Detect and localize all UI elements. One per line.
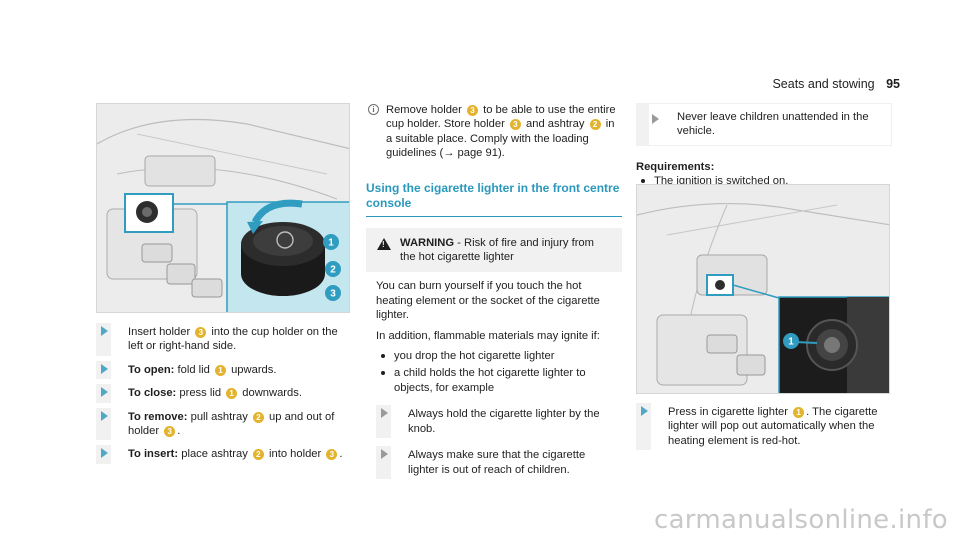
step-arrow-icon bbox=[652, 114, 659, 124]
warning-title: - Risk of fire and injury from the hot c… bbox=[400, 236, 594, 264]
warning-paragraph: In addition, flammable materials may ign… bbox=[376, 329, 600, 342]
number-badge: 3 bbox=[466, 105, 478, 116]
number-badge: 1 bbox=[226, 388, 238, 400]
warning-body: You can burn yourself if you touch the h… bbox=[366, 273, 622, 499]
callout-1-label: 1 bbox=[788, 337, 794, 348]
step-close: To close: press lid 1 downwards. bbox=[96, 384, 354, 403]
middle-column: i Remove holder 3 to be able to use the … bbox=[366, 103, 622, 499]
number-badge: 3 bbox=[195, 327, 207, 338]
step-arrow-icon bbox=[101, 448, 108, 459]
number-badge: 3 bbox=[326, 449, 338, 461]
right-column: Never leave children unattended in the v… bbox=[636, 103, 892, 192]
step-text: . bbox=[339, 448, 343, 461]
number-badge: 2 bbox=[252, 411, 264, 423]
page-header: Seats and stowing 95 bbox=[772, 77, 900, 91]
step-text: press lid bbox=[176, 387, 225, 400]
warning-continued: Never leave children unattended in the v… bbox=[636, 103, 892, 146]
step-arrow-icon bbox=[381, 408, 388, 419]
step-open: To open: fold lid 1 upwards. bbox=[96, 360, 354, 380]
left-steps: Insert holder 3 into the cup holder on t… bbox=[96, 323, 354, 471]
info-icon: i bbox=[368, 104, 379, 115]
callout-1 bbox=[323, 234, 339, 250]
step-text: . bbox=[177, 425, 181, 438]
warning-bullet: a child holds the hot cigarette lighter … bbox=[376, 366, 612, 395]
number-badge: 1 bbox=[793, 407, 805, 418]
warning-bullet: you drop the hot cigarette lighter bbox=[376, 349, 612, 363]
ashtray-illustration: 1 2 3 bbox=[97, 104, 349, 312]
step-remove: To remove: pull ashtray 2 up and out of … bbox=[96, 407, 354, 441]
step-label: To insert: bbox=[128, 448, 179, 461]
warning-step: Always hold the cigarette lighter by the… bbox=[376, 405, 612, 439]
number-badge: 1 bbox=[214, 364, 226, 376]
step-text: . The cigarette lighter will pop out aut… bbox=[668, 406, 878, 447]
step-text: into holder bbox=[265, 448, 325, 461]
figure-ashtray: 1 2 3 bbox=[96, 103, 350, 313]
step-arrow-icon bbox=[101, 387, 108, 398]
step-text: place ashtray bbox=[178, 448, 251, 461]
note-text: Remove holder bbox=[386, 104, 465, 116]
info-note: i Remove holder 3 to be able to use the … bbox=[366, 103, 622, 161]
step-text: upwards. bbox=[227, 363, 277, 376]
step-arrow-icon bbox=[101, 410, 108, 421]
warning-triangle-icon bbox=[377, 237, 391, 250]
step-arrow-icon bbox=[101, 326, 108, 336]
step-label: To open: bbox=[128, 363, 175, 376]
callout-1-label: 1 bbox=[328, 238, 334, 249]
step-text: Always make sure that the cigarette ligh… bbox=[408, 449, 586, 476]
warning-paragraph: You can burn yourself if you touch the h… bbox=[376, 280, 600, 322]
warning-step: Always make sure that the cigarette ligh… bbox=[376, 446, 612, 479]
step-insert-holder: Insert holder 3 into the cup holder on t… bbox=[96, 323, 354, 356]
step-text: pull ashtray bbox=[187, 410, 251, 423]
step-text: Press in cigarette lighter bbox=[668, 406, 792, 418]
step-text: Always hold the cigarette lighter by the… bbox=[408, 408, 600, 435]
right-step: Press in cigarette lighter 1. The cigare… bbox=[636, 403, 892, 457]
requirements-title: Requirements: bbox=[636, 160, 715, 173]
step-insert-ashtray: To insert: place ashtray 2 into holder 3… bbox=[96, 445, 354, 464]
step-text: into the cup holder on the left or right… bbox=[128, 326, 338, 353]
lighter-illustration: 1 bbox=[637, 185, 889, 393]
step-press-lighter: Press in cigarette lighter 1. The cigare… bbox=[636, 403, 892, 451]
warning-box: WARNING - Risk of fire and injury from t… bbox=[366, 227, 622, 499]
note-text: to be able to use the entire cup holder.… bbox=[386, 104, 616, 131]
step-text: Never leave children unattended in the v… bbox=[677, 111, 869, 138]
callout-3 bbox=[325, 285, 341, 301]
step-arrow-icon bbox=[641, 406, 648, 416]
step-label: To remove: bbox=[128, 410, 188, 423]
step-arrow-icon bbox=[381, 449, 388, 460]
warning-header: WARNING - Risk of fire and injury from t… bbox=[366, 228, 622, 274]
highlight-frame bbox=[124, 193, 174, 233]
step-label: To close: bbox=[128, 387, 177, 400]
step-text: Insert holder bbox=[128, 326, 194, 338]
note-text: in a suitable place. Comply with the loa… bbox=[386, 118, 615, 160]
section-name: Seats and stowing bbox=[772, 77, 875, 91]
number-badge: 3 bbox=[164, 426, 176, 438]
watermark: carmanualsonline.info bbox=[653, 504, 948, 533]
step-text: downwards. bbox=[239, 387, 302, 400]
callout-1 bbox=[783, 333, 799, 349]
step-text: fold lid bbox=[174, 363, 213, 376]
callout-2-label: 2 bbox=[330, 265, 336, 276]
warning-label: WARNING bbox=[400, 236, 455, 249]
callout-3-label: 3 bbox=[330, 289, 336, 300]
callout-2 bbox=[325, 261, 341, 277]
page-number: 95 bbox=[886, 77, 900, 91]
figure-cigarette-lighter: 1 bbox=[636, 184, 890, 394]
step-text: up and out of holder bbox=[128, 410, 335, 438]
note-text: and ash­tray bbox=[522, 118, 588, 131]
rotation-arrow bbox=[251, 199, 303, 224]
section-title: Using the cigarette lighter in the front… bbox=[366, 181, 622, 217]
number-badge: 2 bbox=[589, 119, 601, 131]
number-badge: 3 bbox=[509, 119, 521, 131]
number-badge: 2 bbox=[252, 449, 264, 461]
step-arrow-icon bbox=[101, 363, 108, 374]
